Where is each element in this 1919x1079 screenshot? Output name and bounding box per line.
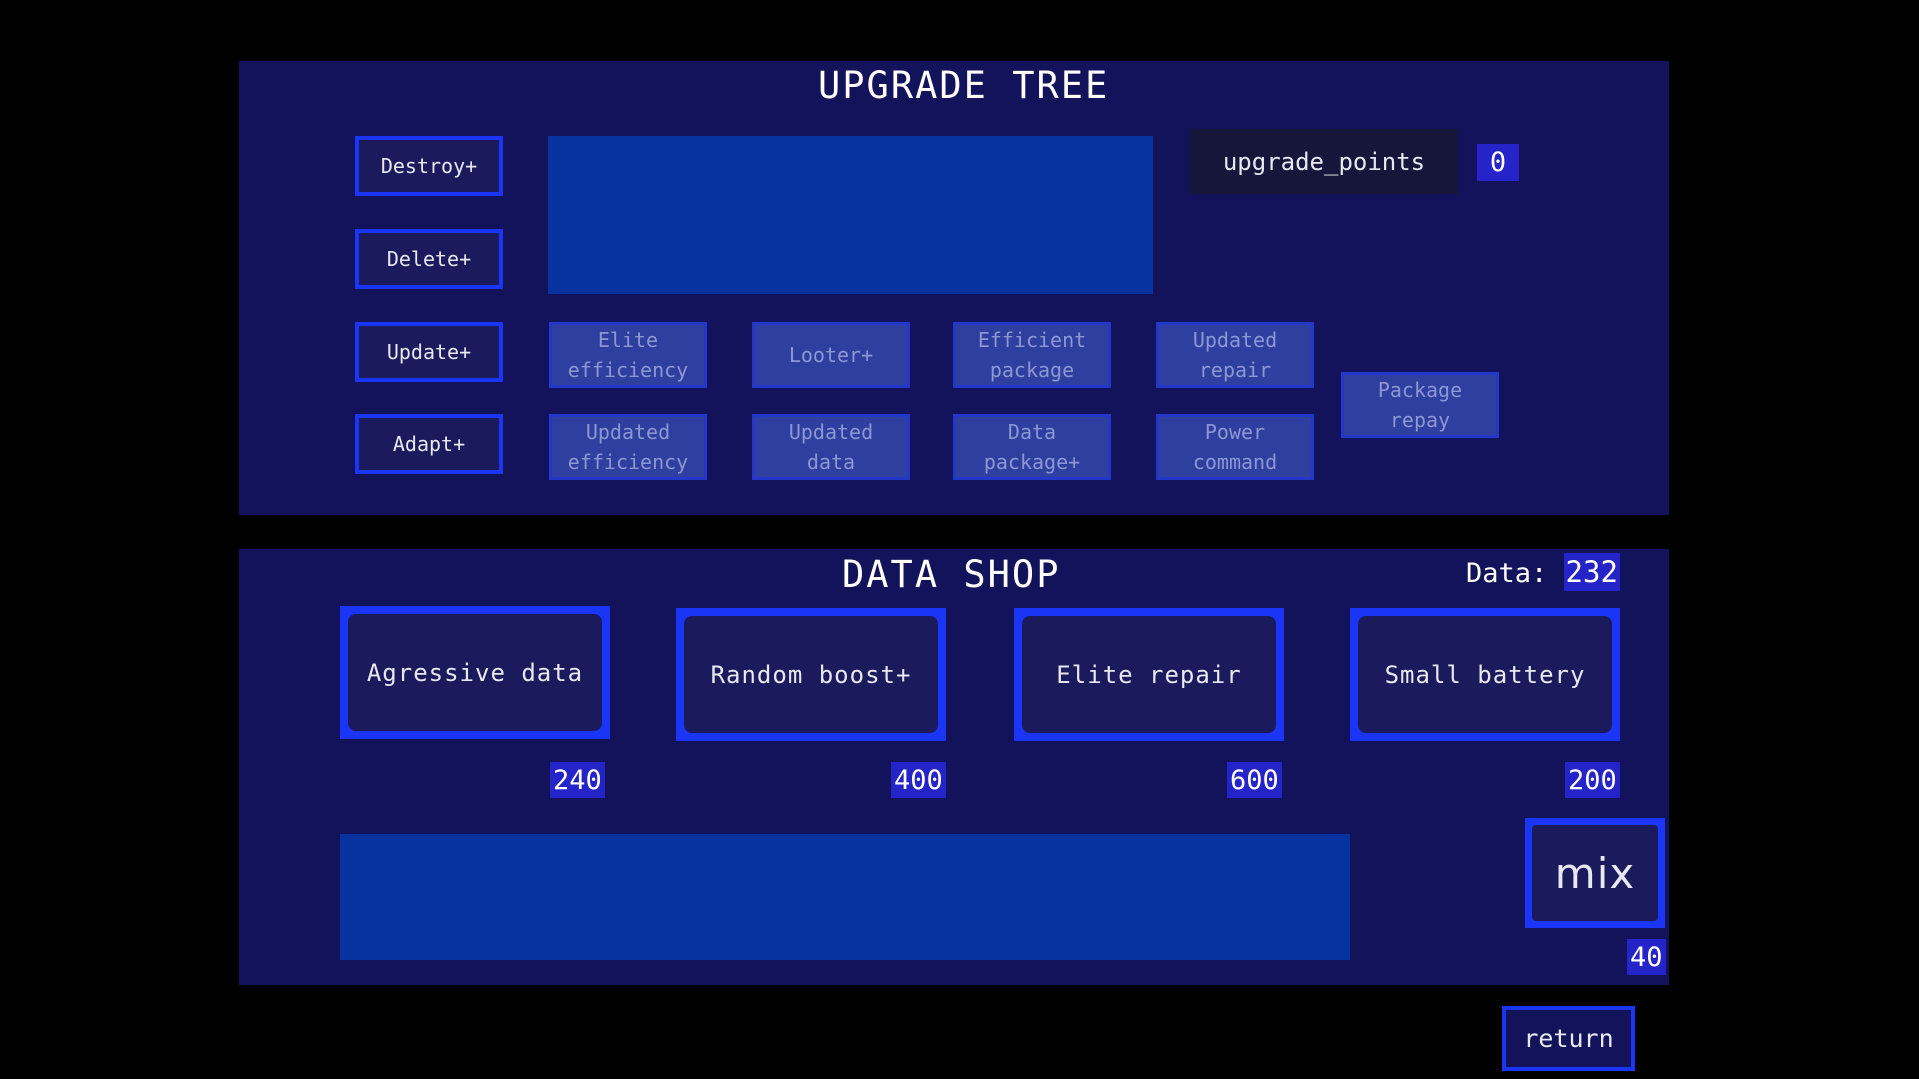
return-button[interactable]: return xyxy=(1502,1006,1635,1071)
efficient-package-upgrade-button[interactable]: Efficient package xyxy=(953,322,1111,388)
updated-data-line-2: data xyxy=(806,450,856,474)
elite-efficiency-line-2: efficiency xyxy=(567,358,689,382)
updated-repair-upgrade-button[interactable]: Updated repair xyxy=(1156,322,1314,388)
shop-item-agressive-data[interactable]: Agressive data xyxy=(340,606,610,739)
delete-upgrade-button[interactable]: Delete+ xyxy=(355,229,503,289)
package-repay-upgrade-button[interactable]: Package repay xyxy=(1341,372,1499,438)
shop-description-box xyxy=(340,834,1350,960)
elite-efficiency-line-1: Elite xyxy=(597,328,659,352)
shop-item-elite-repair-label: Elite repair xyxy=(1022,616,1276,733)
shop-item-price: 600 xyxy=(1227,762,1282,798)
data-package-line-1: Data xyxy=(1007,420,1057,444)
shop-item-small-battery[interactable]: Small battery xyxy=(1350,608,1620,741)
data-balance-label: Data: xyxy=(1466,558,1548,589)
package-repay-line-2: repay xyxy=(1389,408,1451,432)
updated-data-upgrade-button[interactable]: Updated data xyxy=(752,414,910,480)
destroy-upgrade-button[interactable]: Destroy+ xyxy=(355,136,503,196)
updated-efficiency-line-2: efficiency xyxy=(567,450,689,474)
adapt-upgrade-button[interactable]: Adapt+ xyxy=(355,414,503,474)
upgrade-description-box xyxy=(548,136,1153,294)
power-command-line-1: Power xyxy=(1204,420,1266,444)
data-balance: Data: 232 xyxy=(1466,553,1620,591)
mix-price: 40 xyxy=(1627,939,1666,975)
data-package-line-2: package+ xyxy=(983,450,1081,474)
shop-item-random-boost[interactable]: Random boost+ xyxy=(676,608,946,741)
data-package-upgrade-button[interactable]: Data package+ xyxy=(953,414,1111,480)
mix-button[interactable]: mix xyxy=(1525,818,1665,928)
upgrade-points-value: 0 xyxy=(1477,144,1519,181)
efficient-package-line-2: package xyxy=(989,358,1075,382)
updated-efficiency-upgrade-button[interactable]: Updated efficiency xyxy=(549,414,707,480)
updated-repair-line-1: Updated xyxy=(1192,328,1278,352)
updated-data-line-1: Updated xyxy=(788,420,874,444)
mix-button-label: mix xyxy=(1532,825,1658,921)
shop-item-random-boost-label: Random boost+ xyxy=(684,616,938,733)
shop-item-price: 240 xyxy=(550,762,605,798)
data-shop-title: DATA SHOP xyxy=(842,553,1061,596)
power-command-upgrade-button[interactable]: Power command xyxy=(1156,414,1314,480)
power-command-line-2: command xyxy=(1192,450,1278,474)
data-balance-value: 232 xyxy=(1563,553,1620,591)
shop-item-elite-repair[interactable]: Elite repair xyxy=(1014,608,1284,741)
upgrade-tree-title: UPGRADE TREE xyxy=(818,64,1110,107)
updated-repair-line-2: repair xyxy=(1198,358,1272,382)
shop-item-agressive-data-label: Agressive data xyxy=(348,614,602,731)
shop-item-small-battery-label: Small battery xyxy=(1358,616,1612,733)
elite-efficiency-upgrade-button[interactable]: Elite efficiency xyxy=(549,322,707,388)
looter-line-1: Looter+ xyxy=(788,343,874,367)
package-repay-line-1: Package xyxy=(1377,378,1463,402)
update-upgrade-button[interactable]: Update+ xyxy=(355,322,503,382)
updated-efficiency-line-1: Updated xyxy=(585,420,671,444)
upgrade-points-label: upgrade_points xyxy=(1190,129,1458,194)
looter-upgrade-button[interactable]: Looter+ xyxy=(752,322,910,388)
efficient-package-line-1: Efficient xyxy=(977,328,1087,352)
shop-item-price: 200 xyxy=(1565,762,1620,798)
shop-item-price: 400 xyxy=(891,762,946,798)
